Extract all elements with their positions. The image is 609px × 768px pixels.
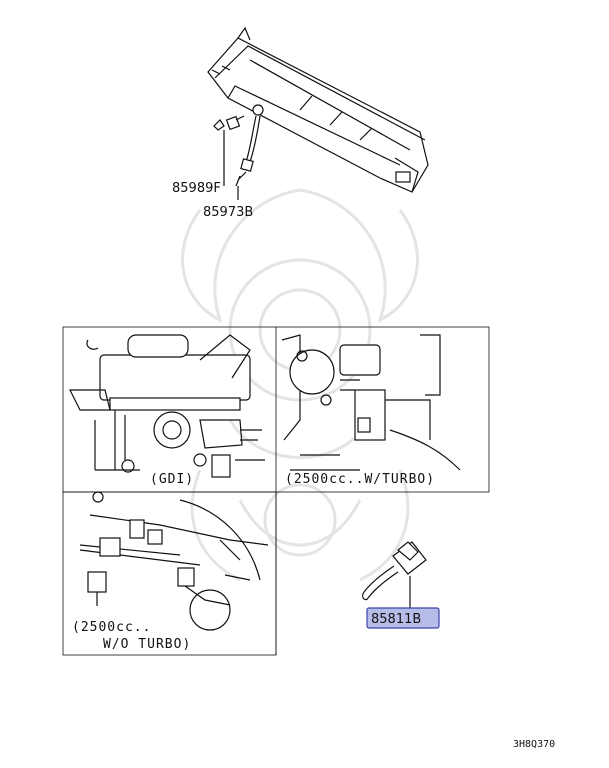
turbo-engine-drawing [281, 334, 461, 471]
cowl-panel-drawing [207, 26, 429, 193]
part-label-85811b[interactable]: 85811B [371, 612, 421, 627]
highlight-box-85811b [366, 607, 440, 629]
part-85811b-drawing [362, 541, 427, 608]
diagram-code: 3H8Q370 [513, 739, 555, 750]
gdi-engine-drawing [69, 334, 265, 478]
ground-strap-drawing [213, 104, 264, 200]
part-label-85989f: 85989F [172, 181, 221, 196]
detail-panels-frame [62, 326, 490, 656]
non-turbo-engine-drawing [79, 491, 269, 631]
caption-gdi: (GDI) [150, 472, 194, 487]
caption-turbo: (2500cc..W/TURBO) [285, 472, 435, 487]
caption-no-turbo-line2: W/O TURBO) [103, 637, 191, 652]
caption-no-turbo-line1: (2500cc.. [72, 620, 151, 635]
part-label-85973b: 85973B [203, 205, 253, 220]
